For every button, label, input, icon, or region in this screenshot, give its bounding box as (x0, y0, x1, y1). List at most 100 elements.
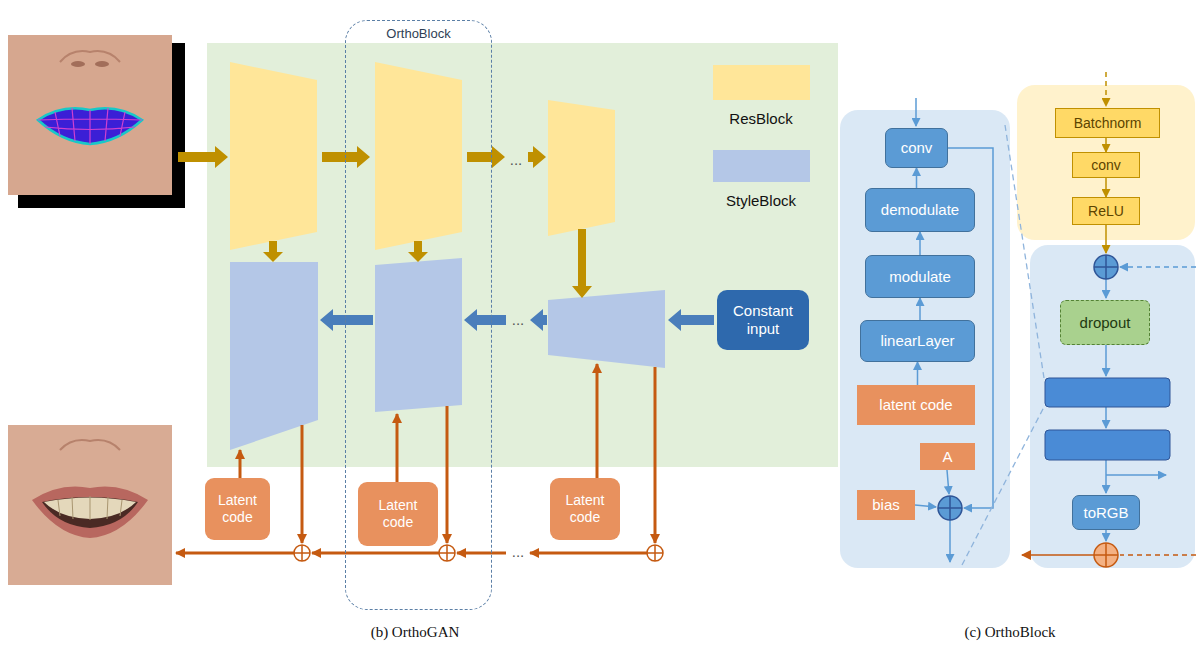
node-label: conv (1091, 157, 1121, 174)
styleblock (230, 262, 318, 450)
style-arrow (320, 309, 714, 331)
latent-wire (239, 450, 242, 478)
sum-circle (938, 496, 962, 520)
node-label: Constant input (721, 302, 805, 338)
output-wire (1120, 554, 1196, 556)
legend-swatch (713, 65, 810, 100)
sum-circle (1094, 255, 1118, 279)
sum-circle (938, 496, 962, 520)
caption: (b) OrthoGAN (371, 624, 460, 641)
input-photo (38, 108, 142, 144)
sum-circle (439, 545, 455, 561)
group-frame: OrthoBlockLatent code (345, 20, 492, 610)
node-label: ReLU (1088, 203, 1124, 220)
style-layer (1045, 378, 1170, 407)
output-photo (8, 425, 172, 585)
node-label: conv (901, 139, 933, 157)
latent-wire (301, 425, 304, 543)
node-label: modulate (889, 268, 951, 286)
legend-label: ResBlock (729, 110, 792, 127)
latent-wire (176, 552, 294, 555)
res-arrow (322, 146, 370, 168)
output-wire (1094, 543, 1118, 567)
layer-box: conv (1072, 152, 1140, 178)
input-photo (38, 108, 142, 144)
latent-wire (396, 414, 399, 482)
node-label: Latent code (209, 492, 266, 526)
style-arrow (464, 309, 506, 331)
ellipsis: ... (512, 543, 525, 560)
latent-wire (457, 552, 506, 555)
style-layer (1045, 430, 1170, 460)
res-arrow (528, 146, 546, 168)
wire (1106, 474, 1166, 476)
res-arrow (178, 146, 592, 298)
layer-box: linearLayer (860, 320, 975, 362)
sum-circle (647, 545, 663, 561)
latent-wire (596, 364, 599, 478)
input-photo (8, 35, 185, 208)
node-label: linearLayer (880, 332, 954, 350)
res-arrow (408, 241, 428, 262)
wire (1105, 460, 1107, 493)
style-arrow (668, 309, 714, 331)
ellipsis: ... (510, 151, 523, 168)
panel (1017, 85, 1195, 240)
node-label: dropout (1080, 314, 1131, 332)
param-box: bias (857, 490, 915, 520)
resblock (375, 62, 462, 250)
dropout-box: dropout (1060, 300, 1150, 345)
input-photo (60, 51, 120, 62)
output-wire (1022, 543, 1196, 567)
wire (1105, 530, 1107, 541)
style-arrow (530, 309, 547, 331)
panel (1030, 245, 1195, 568)
node-label: A (942, 448, 952, 466)
latent-box: Latent code (205, 478, 270, 540)
latent-box: Latent code (550, 478, 620, 540)
node-label: OrthoBlock (386, 26, 450, 42)
input-photo (95, 61, 109, 67)
latent-wire (176, 364, 655, 553)
output-photo (60, 440, 120, 450)
wire (915, 505, 936, 507)
styleblock (548, 290, 665, 368)
layer-box: Batchnorm (1055, 108, 1160, 138)
param-box: A (920, 443, 975, 470)
flow-arrow (1105, 138, 1107, 152)
sum-circle (294, 545, 310, 561)
res-arrow (572, 229, 592, 298)
zoom-line (962, 407, 1044, 565)
sum-circle (938, 496, 962, 520)
resblock (230, 62, 317, 250)
output-photo (32, 487, 148, 539)
sum-circle (647, 545, 663, 561)
layer-box: demodulate (865, 188, 975, 232)
resblock (230, 62, 615, 250)
node-label: demodulate (881, 201, 959, 219)
panel (840, 110, 1010, 568)
flow-arrow (919, 232, 921, 255)
latent-box: Latent code (358, 482, 438, 546)
res-arrow (263, 241, 283, 262)
sum-circle (1094, 255, 1118, 279)
flow-arrow (916, 168, 918, 188)
wire (1105, 407, 1107, 428)
wire (1105, 72, 1107, 106)
output-wire (1022, 554, 1094, 556)
output-photo (42, 497, 138, 528)
res-arrow (467, 146, 505, 168)
node-label: latent code (879, 396, 952, 414)
wire (949, 520, 951, 562)
zoom-line (1005, 125, 1044, 378)
latent-wire (654, 367, 657, 543)
latent-box: latent code (857, 385, 975, 425)
style-arrow (320, 309, 373, 331)
generator-region (207, 43, 838, 467)
wire (1120, 266, 1196, 268)
node-label: bias (872, 496, 900, 514)
wire (947, 470, 949, 494)
node-label: toRGB (1083, 504, 1128, 522)
